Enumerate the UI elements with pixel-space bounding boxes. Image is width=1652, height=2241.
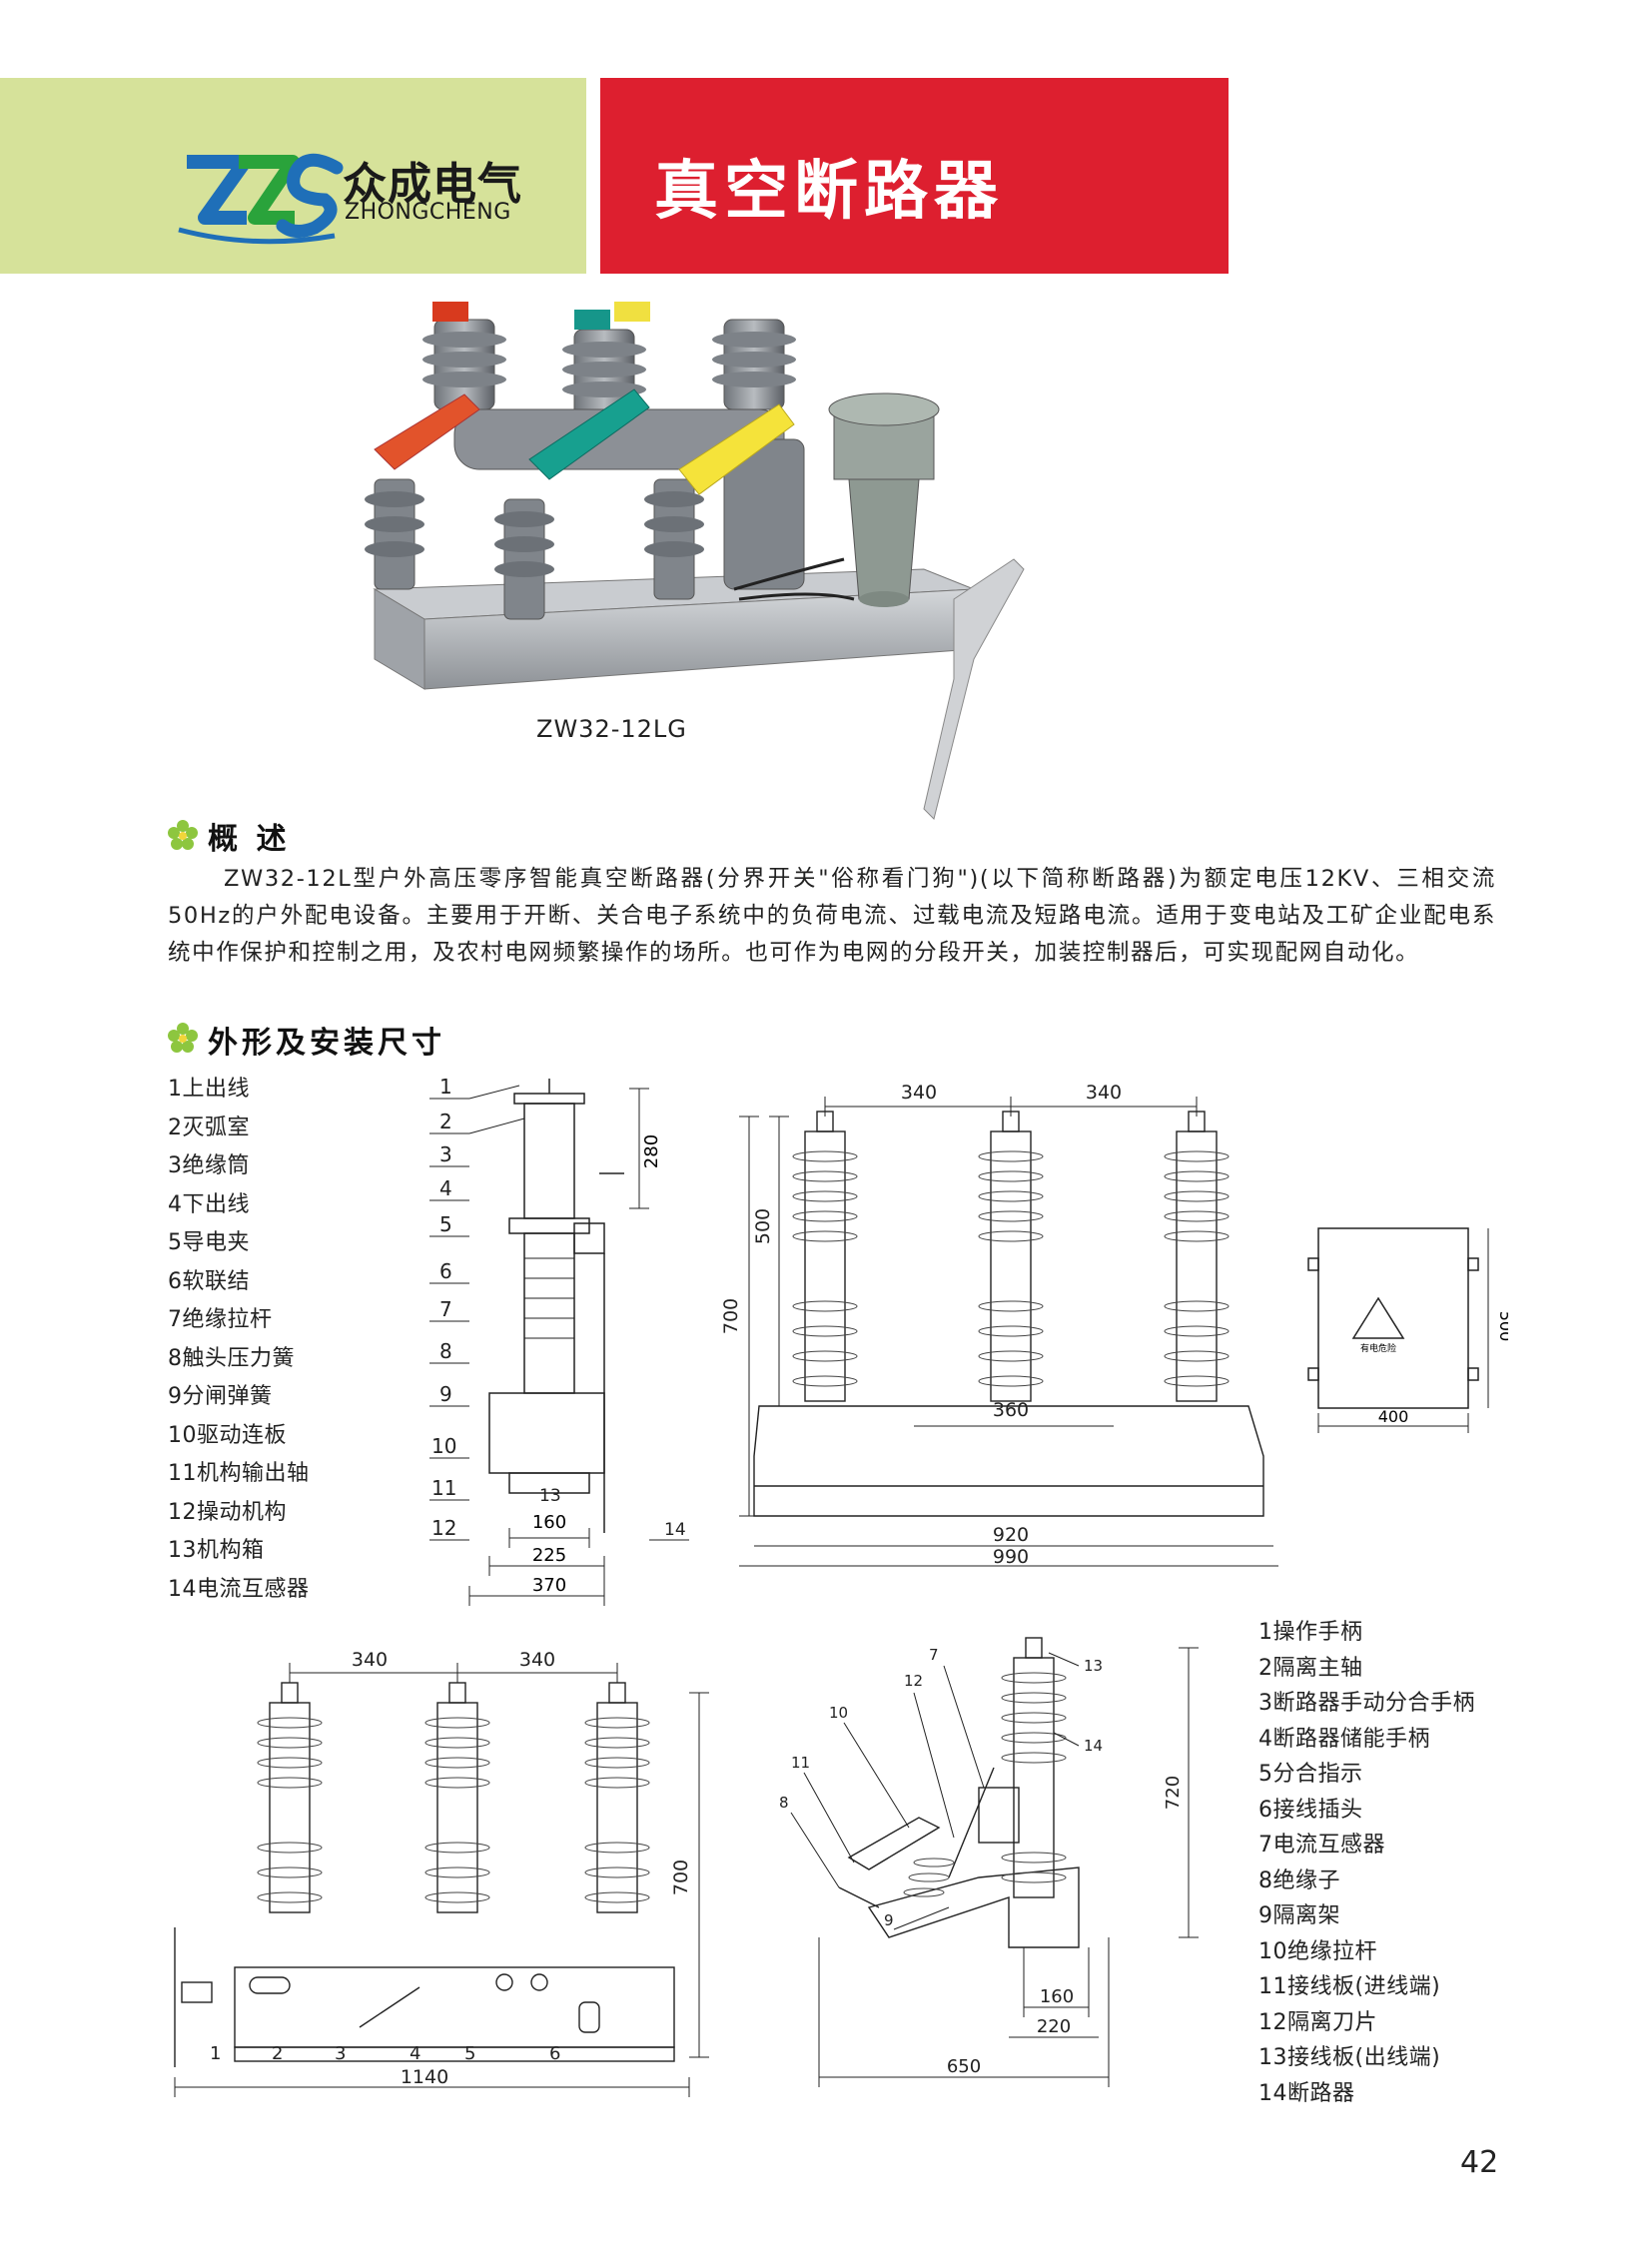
flower-bullet-icon	[168, 1023, 198, 1053]
control-box-drawing: 500 400 有电危险	[1307, 1227, 1508, 1433]
callout-12: 12	[904, 1672, 923, 1690]
legend-item: 14断路器	[1258, 2080, 1355, 2106]
brand-name-en: ZHONGCHENG	[345, 200, 511, 225]
callout-3: 3	[335, 2043, 346, 2064]
overview-paragraph: ZW32-12L型户外高压零序智能真空断路器(分界开关"俗称看门狗")(以下简称…	[168, 866, 1496, 966]
dim-160-label: 160	[1040, 1986, 1074, 2007]
legend-item: 3绝缘筒	[168, 1153, 250, 1178]
callout-3: 3	[439, 1142, 452, 1166]
dim-650-label: 650	[947, 2056, 981, 2077]
callout-2: 2	[272, 2043, 283, 2064]
legend-item: 3断路器手动分合手柄	[1258, 1691, 1475, 1716]
dim-360-label: 360	[993, 1399, 1029, 1421]
callout-12: 12	[431, 1516, 456, 1540]
section-title-overview: 概 述	[208, 822, 291, 857]
callout-13: 13	[1084, 1657, 1103, 1675]
dim-280-label: 280	[641, 1134, 662, 1168]
page-number: 42	[1460, 2145, 1499, 2180]
legend-item: 6接线插头	[1258, 1797, 1363, 1823]
legend-item: 11机构输出轴	[168, 1461, 310, 1486]
callout-14: 14	[664, 1520, 686, 1540]
header-title-panel	[600, 78, 1229, 274]
dim-370-label: 370	[532, 1575, 566, 1596]
callout-7: 7	[439, 1297, 452, 1321]
callout-4: 4	[439, 1176, 452, 1200]
dim-340-label: 340	[901, 1082, 937, 1104]
callout-11: 11	[431, 1476, 456, 1500]
callout-4: 4	[410, 2043, 420, 2064]
dim-990-label: 990	[993, 1546, 1029, 1568]
zhongcheng-logo	[178, 153, 344, 245]
dim-340-label: 340	[1086, 1082, 1122, 1104]
callout-11: 11	[791, 1754, 810, 1772]
legend-item: 14电流互感器	[168, 1576, 310, 1602]
side-section-drawing: 280 160 225 370 1 2 3 4 5 6 7 8 9 10 11 …	[429, 1075, 689, 1606]
callout-9: 9	[884, 1911, 894, 1929]
dim-500-label: 500	[752, 1208, 774, 1244]
callout-14: 14	[1084, 1737, 1103, 1755]
brand-name-cn: 众成电气	[343, 159, 522, 210]
legend-item: 10驱动连板	[168, 1422, 287, 1448]
legend-item: 10绝缘拉杆	[1258, 1938, 1377, 1964]
legend-item: 5分合指示	[1258, 1762, 1363, 1787]
legend-item: 1操作手柄	[1258, 1620, 1363, 1645]
callout-10: 10	[431, 1434, 456, 1458]
legend-item: 2隔离主轴	[1258, 1655, 1363, 1681]
callout-7: 7	[929, 1646, 939, 1664]
legend-item: 11接线板(进线端)	[1258, 1974, 1441, 1999]
callout-6: 6	[549, 2043, 560, 2064]
legend-parts-1: 1上出线 2灭弧室 3绝缘筒 4下出线 5导电夹 6软联结 7绝缘拉杆 8触头压…	[168, 1071, 310, 1609]
callout-6: 6	[439, 1259, 452, 1283]
dim-160-label: 160	[532, 1512, 566, 1533]
model-caption: ZW32-12LG	[536, 715, 687, 743]
legend-item: 4断路器储能手柄	[1258, 1726, 1430, 1752]
legend-item: 9隔离架	[1258, 1903, 1340, 1928]
legend-item: 13机构箱	[168, 1538, 265, 1563]
dim-225-label: 225	[532, 1545, 566, 1566]
callout-5: 5	[439, 1212, 452, 1236]
legend-item: 12操动机构	[168, 1499, 287, 1525]
callout-1: 1	[210, 2043, 221, 2064]
callout-1: 1	[439, 1075, 452, 1099]
flower-bullet-icon	[168, 820, 198, 850]
dim-400-label: 400	[1378, 1407, 1409, 1426]
dim-220-label: 220	[1037, 2016, 1071, 2037]
dim-1140-label: 1140	[401, 2066, 448, 2088]
dim-700-label: 700	[670, 1860, 692, 1895]
callout-8: 8	[779, 1794, 789, 1812]
callout-2: 2	[439, 1110, 452, 1133]
dim-700-label: 700	[720, 1298, 742, 1334]
callout-5: 5	[464, 2043, 475, 2064]
legend-item: 12隔离刀片	[1258, 2009, 1377, 2035]
side-view-drawing-2: 720 160 220 650 7 10 12 11 8 9 13 14	[779, 1637, 1199, 2087]
legend-item: 8绝缘子	[1258, 1868, 1340, 1893]
callout-8: 8	[439, 1339, 452, 1363]
dim-920-label: 920	[993, 1524, 1029, 1546]
front-elevation-drawing: 340 340 500 700 360 920 990	[720, 1082, 1278, 1568]
legend-item: 5导电夹	[168, 1230, 250, 1255]
callout-9: 9	[439, 1382, 452, 1406]
legend-item: 7电流互感器	[1258, 1833, 1385, 1858]
warning-sign-label: 有电危险	[1360, 1342, 1396, 1354]
legend-item: 6软联结	[168, 1268, 250, 1294]
section-title-dimensions: 外形及安装尺寸	[208, 1026, 445, 1061]
legend-item: 13接线板(出线端)	[1258, 2045, 1441, 2070]
legend-item: 9分闸弹簧	[168, 1384, 273, 1409]
page-title: 真空断路器	[654, 155, 1004, 229]
front-view-drawing-2: 340 340 700 1140 1 2 3 4 5 6	[174, 1649, 709, 2097]
dim-340-label: 340	[519, 1649, 555, 1671]
callout-10: 10	[829, 1704, 848, 1722]
legend-item: 1上出线	[168, 1077, 250, 1102]
dim-340-label: 340	[352, 1649, 388, 1671]
dim-500-label: 500	[1496, 1311, 1508, 1342]
legend-item: 7绝缘拉杆	[168, 1307, 273, 1332]
legend-item: 8触头压力簧	[168, 1345, 295, 1371]
legend-parts-2: 1操作手柄 2隔离主轴 3断路器手动分合手柄 4断路器储能手柄 5分合指示 6接…	[1258, 1615, 1475, 2111]
legend-item: 4下出线	[168, 1191, 250, 1217]
product-photo	[365, 302, 1025, 820]
callout-13: 13	[539, 1486, 561, 1506]
dim-720-label: 720	[1163, 1776, 1184, 1810]
legend-item: 2灭弧室	[168, 1115, 250, 1140]
